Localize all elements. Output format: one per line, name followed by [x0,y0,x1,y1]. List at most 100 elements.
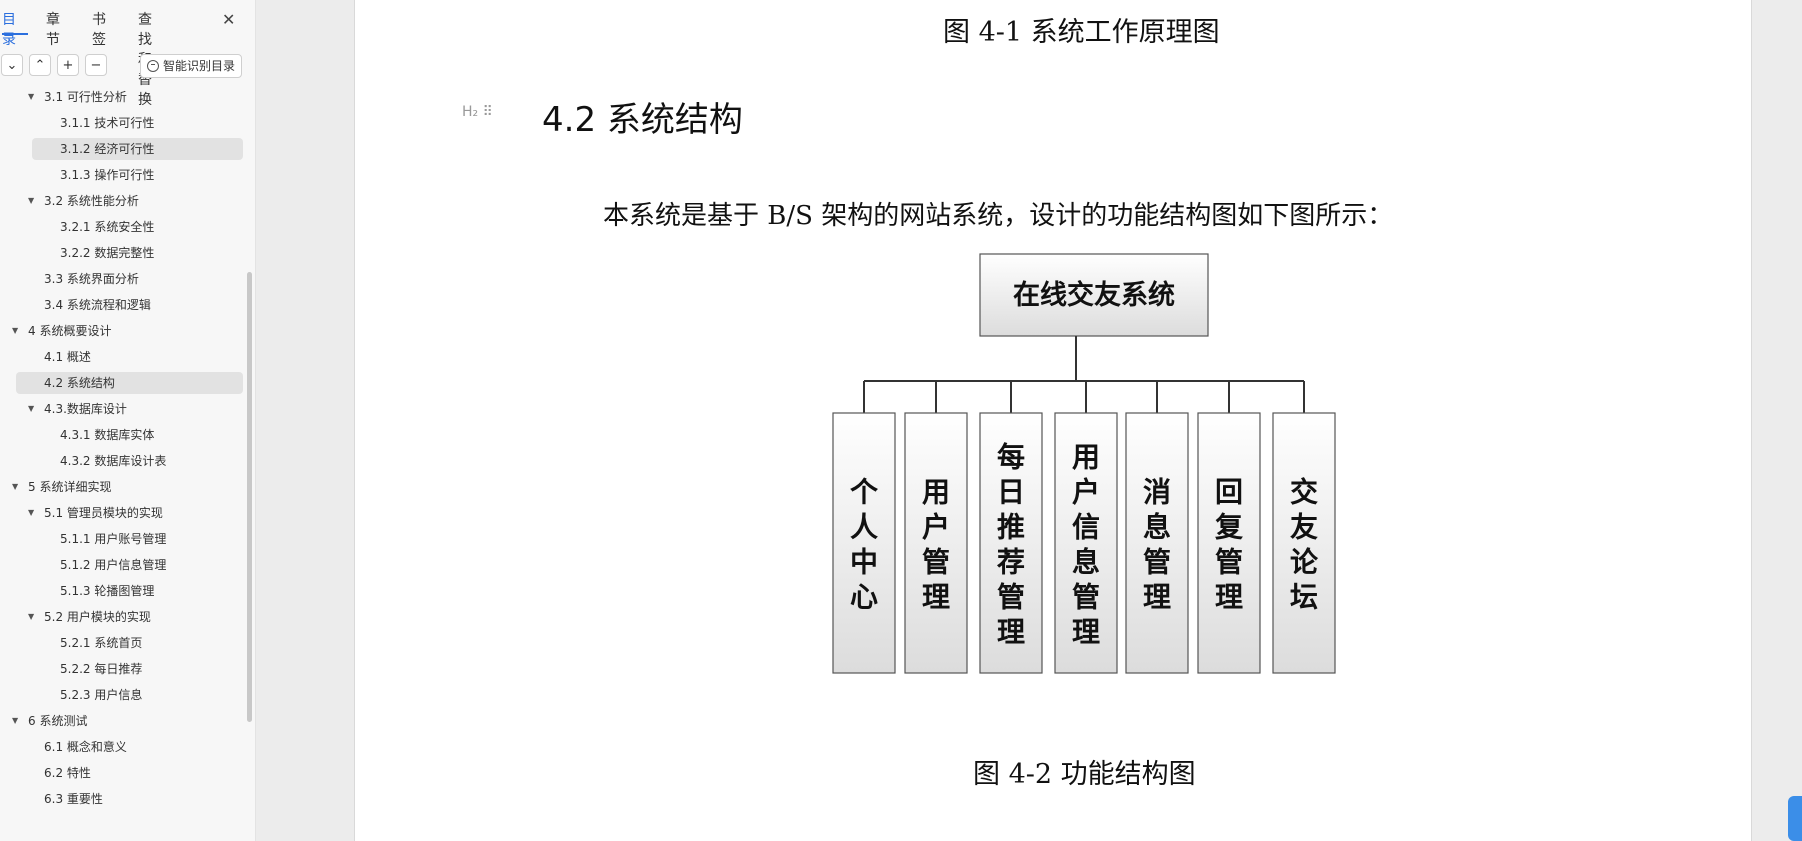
caret-down-icon[interactable]: ▼ [28,404,35,413]
caret-down-icon[interactable]: ▼ [28,196,35,205]
toc-item-label: 3.1.2 经济可行性 [60,142,155,156]
remove-heading-button[interactable]: − [85,54,107,76]
toc-item-label: 4.3.2 数据库设计表 [60,454,167,468]
toc-item-label: 3.2.1 系统安全性 [60,220,155,234]
collapse-all-button[interactable]: ⌄ [1,54,23,76]
toc-item[interactable]: 3.3 系统界面分析 [16,268,243,290]
tab-chapters[interactable]: 章节 [46,12,60,48]
toc-item-label: 3.1 可行性分析 [44,90,127,104]
diagram-child-label: 用户管理 [922,476,950,614]
caret-down-icon[interactable]: ▼ [28,92,35,101]
add-heading-button[interactable]: + [57,54,79,76]
toc-item-label: 5.2.1 系统首页 [60,636,143,650]
caret-down-icon[interactable]: ▼ [12,326,19,335]
toc-item[interactable]: 5.1.3 轮播图管理 [32,580,243,602]
toc-item[interactable]: 4.3.2 数据库设计表 [32,450,243,472]
toc-item[interactable]: 3.2.2 数据完整性 [32,242,243,264]
toc-item[interactable]: 5.2.3 用户信息 [32,684,243,706]
toc-item-label: 5.1 管理员模块的实现 [44,506,163,520]
toc-item-label: 3.4 系统流程和逻辑 [44,298,151,312]
toc-item-label: 5.2 用户模块的实现 [44,610,151,624]
tab-toc[interactable]: 目录 [2,12,16,48]
expand-all-button[interactable]: ⌃ [29,54,51,76]
toc-item[interactable]: ▼ 3.2 系统性能分析 [16,190,243,212]
toc-item-label: 5.1.2 用户信息管理 [60,558,167,572]
diagram-child-box [1054,412,1118,674]
toc-item[interactable]: 5.2.1 系统首页 [32,632,243,654]
toc-sidebar: 目录 章节 书签 查找和替换 ✕ ⌄ ⌃ + − 智能识别目录 ▼3.1 可行性… [0,0,256,841]
caret-down-icon[interactable]: ▼ [12,716,19,725]
toc-item[interactable]: 4.1 概述 [16,346,243,368]
toc-item[interactable]: ▼ 4 系统概要设计 [12,320,243,342]
toc-item[interactable]: 6.2 特性 [16,762,243,784]
toc-item-label: 4.2 系统结构 [44,376,115,390]
caret-down-icon[interactable]: ▼ [28,612,35,621]
document-page [354,0,1752,841]
diagram-child-box [1197,412,1261,674]
toc-item[interactable]: ▼ 6 系统测试 [12,710,243,732]
toc-item-label: 3.1.3 操作可行性 [60,168,155,182]
toc-item[interactable]: ▼ 4.3.数据库设计 [16,398,243,420]
toc-item-label: 5 系统详细实现 [28,480,112,494]
toc-item[interactable]: 3.1.3 操作可行性 [32,164,243,186]
toc-item-label: 6.2 特性 [44,766,91,780]
diagram-child-box [979,412,1043,674]
diagram-child-box [904,412,968,674]
toc-item-label: 4.1 概述 [44,350,91,364]
toc-item[interactable]: 3.1.2 经济可行性 [32,138,243,160]
diagram-root-label: 在线交友系统 [1013,279,1175,311]
toc-item-label: 6.1 概念和意义 [44,740,127,754]
toc-item-label: 5.1.1 用户账号管理 [60,532,167,546]
toc-item[interactable]: 3.1.1 技术可行性 [32,112,243,134]
toc-item-label: 3.2 系统性能分析 [44,194,139,208]
toc-item[interactable]: 4.2 系统结构 [16,372,243,394]
diagram-child-box [1125,412,1189,674]
toc-item-label: 4.3.1 数据库实体 [60,428,155,442]
body-paragraph: 本系统是基于 B/S 架构的网站系统，设计的功能结构图如下图所示： [603,201,1394,231]
diagram-child-box [832,412,896,674]
toc-item[interactable]: 5.2.2 每日推荐 [32,658,243,680]
toc-item[interactable]: 3.4 系统流程和逻辑 [16,294,243,316]
diagram-child-label: 个人中心 [850,476,879,614]
sidebar-scrollbar[interactable] [247,272,252,722]
smart-toc-label: 智能识别目录 [163,59,236,73]
toc-item[interactable]: 6.3 重要性 [16,788,243,810]
caret-down-icon[interactable]: ▼ [12,482,19,491]
toc-item-label: 6 系统测试 [28,714,88,728]
active-tab-indicator [2,33,28,35]
toc-item-label: 5.2.2 每日推荐 [60,662,143,676]
caret-down-icon[interactable]: ▼ [28,508,35,517]
heading-level-marker[interactable]: H₂ ⠿ [462,104,493,120]
section-heading: 4.2 系统结构 [542,100,743,140]
toc-item-label: 4.3.数据库设计 [44,402,127,416]
toc-item[interactable]: 5.1.2 用户信息管理 [32,554,243,576]
diagram-child-box [1272,412,1336,674]
figure-caption-4-2: 图 4-2 功能结构图 [973,759,1196,790]
tab-bookmarks[interactable]: 书签 [92,12,106,48]
figure-caption-4-1: 图 4-1 系统工作原理图 [943,17,1220,48]
toc-item-label: 5.1.3 轮播图管理 [60,584,155,598]
close-icon[interactable]: ✕ [222,10,236,29]
diagram-child-label: 回复管理 [1215,476,1243,614]
diagram-child-label: 消息管理 [1143,476,1171,614]
diagram-child-label: 每日推荐管理 [997,441,1025,649]
toc-item[interactable]: ▼ 5.1 管理员模块的实现 [16,502,243,524]
toc-item[interactable]: ▼ 5 系统详细实现 [12,476,243,498]
diagram-root-box [979,253,1209,337]
toc-item[interactable]: 6.1 概念和意义 [16,736,243,758]
toc-item[interactable]: ▼ 5.2 用户模块的实现 [16,606,243,628]
toc-item-label: 3.2.2 数据完整性 [60,246,155,260]
toc-item-label: 5.2.3 用户信息 [60,688,143,702]
toc-item[interactable]: 5.1.1 用户账号管理 [32,528,243,550]
toc-item-label: 4 系统概要设计 [28,324,112,338]
toc-item[interactable]: 3.2.1 系统安全性 [32,216,243,238]
toc-item[interactable]: 4.3.1 数据库实体 [32,424,243,446]
toc-item[interactable]: ▼ 3.1 可行性分析 [16,86,243,108]
smart-toc-button[interactable]: 智能识别目录 [140,54,242,78]
smart-recognize-icon [147,60,159,72]
diagram-child-label: 交友论坛 [1290,476,1319,614]
toc-item-label: 6.3 重要性 [44,792,103,806]
floating-assistant-tab[interactable] [1788,796,1802,841]
toc-item-label: 3.3 系统界面分析 [44,272,139,286]
